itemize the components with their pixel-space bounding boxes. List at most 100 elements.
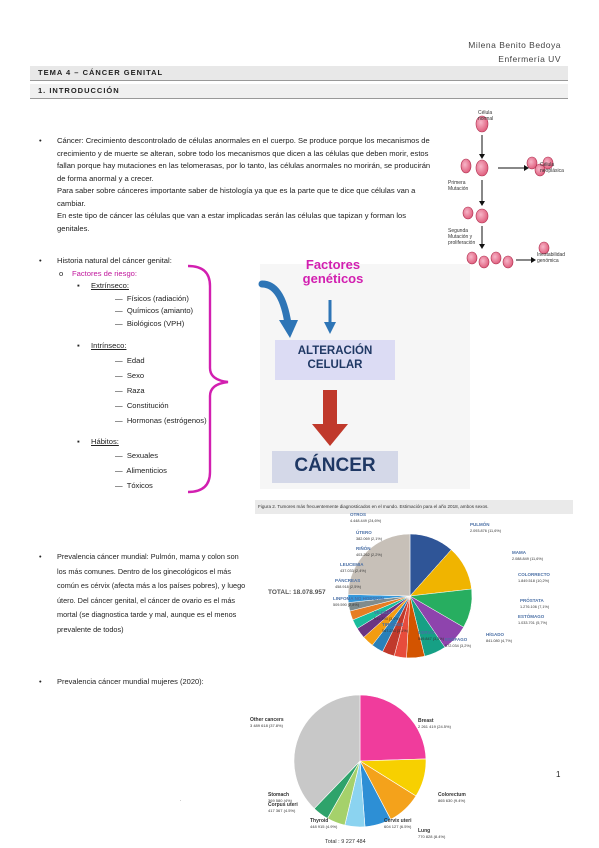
extrinsic-title-row: ▪ Extrínseco: — [77, 280, 207, 293]
world-label-value: 1.849.518 (10,2%) — [518, 579, 550, 583]
caption-normal-l2: normal — [478, 116, 494, 122]
world-slice — [347, 533, 411, 597]
women-slice — [359, 694, 427, 762]
square-bullet: ▪ — [77, 341, 80, 350]
intrinsic-list: — Edad — Sexo — Raza — Constitución — Ho… — [115, 353, 207, 428]
cell — [502, 255, 514, 269]
intro-text: Cáncer: Crecimiento descontrolado de cél… — [39, 135, 437, 235]
author-block: Milena Benito Bedoya Enfermería UV — [468, 38, 561, 66]
curved-arrow-head — [279, 320, 298, 338]
magenta-brace — [187, 264, 229, 494]
world-label-name: HÍGADO — [486, 632, 504, 637]
risk-factors-row: o Factores de riesgo: — [59, 268, 207, 281]
women-label-value: 604 127 (6.5%) — [384, 824, 412, 829]
bullet: • — [39, 256, 42, 265]
world-total: TOTAL: 18.078.957 — [268, 589, 326, 596]
section-subtitle-bar: 1. INTRODUCCIÓN — [30, 84, 568, 99]
extrinsic-title: Extrínseco: — [91, 281, 129, 290]
women-label-name: Breast — [418, 718, 434, 724]
intro-paragraph-2: Para saber sobre cánceres importante sab… — [57, 186, 416, 208]
section-title-bar: TEMA 4 – CÁNCER GENITAL — [30, 66, 568, 81]
world-label-name: CÉRVIX — [418, 630, 435, 635]
women-prevalence: Prevalencia cáncer mundial mujeres (2020… — [39, 676, 204, 689]
world-label-value: 437.033 (2,4%) — [340, 569, 366, 573]
intrinsic-title: Intrínseco: — [91, 341, 127, 350]
women-label-name: Other cancers — [250, 717, 284, 723]
women-pie-slices — [293, 694, 427, 828]
square-bullet: ▪ — [77, 436, 80, 446]
world-label-name: PRÓSTATA — [520, 598, 544, 603]
author-name: Milena Benito Bedoya — [468, 40, 561, 50]
caption-second-l1: Segunda — [448, 228, 469, 234]
cell — [538, 241, 550, 255]
intrinsic-item: — Edad — [115, 355, 145, 365]
history-title: Historia natural del cáncer genital: — [57, 256, 172, 265]
habits-title: Hábitos: — [91, 436, 119, 446]
women-label-name: Thyroid — [310, 818, 329, 824]
extrinsic-list: — Físicos (radiación) — Químicos (amiant… — [115, 293, 207, 331]
risk-diagram — [187, 264, 470, 494]
red-arrow-head — [312, 424, 348, 446]
extrinsic-item-label: Biológicos (VPH) — [126, 318, 185, 328]
world-label-value: 567.233 (3,1%) — [382, 629, 408, 633]
extrinsic-item: — Químicos (amianto) — [115, 306, 194, 315]
world-label-value: 572.034 (3,2%) — [445, 644, 471, 648]
world-label-name: ESTÓMAGO — [518, 614, 545, 619]
world-prevalence-text: Prevalencia cáncer mundial: Pulmón, mama… — [39, 550, 249, 637]
world-label-name: PULMÓN — [470, 522, 490, 527]
extrinsic-item: — Físicos (radiación) — [115, 293, 189, 303]
cell — [466, 251, 478, 265]
world-label-name: PÁNCREAS — [335, 578, 361, 583]
arrowhead-5 — [531, 257, 536, 263]
world-pie-chart — [347, 533, 473, 659]
women-label-name: Cervix uteri — [384, 818, 412, 824]
risk-factors-title: Factores de riesgo: — [72, 268, 137, 278]
curved-blue-arrow — [258, 280, 292, 328]
world-label-value: 2.093.876 (11,6%) — [470, 529, 501, 533]
cell-alteration-l2: CELULAR — [307, 359, 363, 371]
extrinsic-item-label: Físicos (radiación) — [126, 293, 189, 303]
caption-first-l2: Mutación — [448, 186, 469, 192]
world-label-name: ESÓFAGO — [445, 637, 468, 642]
women-label-value: 369 580 (4%) — [268, 798, 293, 803]
history-title-row: • Historia natural del cáncer genital: — [39, 255, 207, 268]
cell — [462, 206, 474, 220]
caption-first-l1: Primera — [448, 180, 466, 186]
intrinsic-item-label: Constitución — [126, 400, 169, 410]
world-label-value: 569.847 (3,2%) — [418, 637, 444, 641]
world-label: CÉRVIX 569.847 (3,2%) — [418, 630, 444, 642]
cancer-box — [272, 451, 398, 483]
extrinsic-item: — Biológicos (VPH) — [115, 318, 185, 328]
habits-title-row: ▪ Hábitos: — [77, 436, 207, 449]
women-label-name: Lung — [418, 828, 431, 834]
women-label-value: 3 489 618 (37.8%) — [250, 723, 283, 728]
intrinsic-item: — Constitución — [115, 400, 169, 410]
extrinsic-block: ▪ Extrínseco: — Físicos (radiación) — Qu… — [77, 280, 207, 493]
world-label-value: 841.080 (4,7%) — [486, 639, 512, 643]
women-label-name: Corpus uteri — [268, 802, 298, 808]
world-pie-slices — [347, 533, 473, 659]
world-label-value: 509.590 (2,8%) — [333, 603, 359, 607]
world-label-value: 4.448.449 (24,6%) — [350, 519, 382, 523]
habits-item-label: Tóxicos — [126, 481, 153, 490]
women-label-value: 417 367 (4.5%) — [268, 808, 296, 813]
genetic-factors-l1: Factores — [305, 257, 361, 272]
red-arrow-shaft — [323, 390, 337, 428]
habits-item: — Sexuales — [115, 451, 159, 460]
cell — [490, 251, 502, 265]
intrinsic-item-label: Hormonas (estrógenos) — [126, 415, 207, 425]
women-total: Total : 9 227 484 — [325, 839, 366, 845]
caption-neo-l1: Célula — [540, 162, 555, 168]
caption-inst-l2: genómica — [537, 258, 559, 264]
